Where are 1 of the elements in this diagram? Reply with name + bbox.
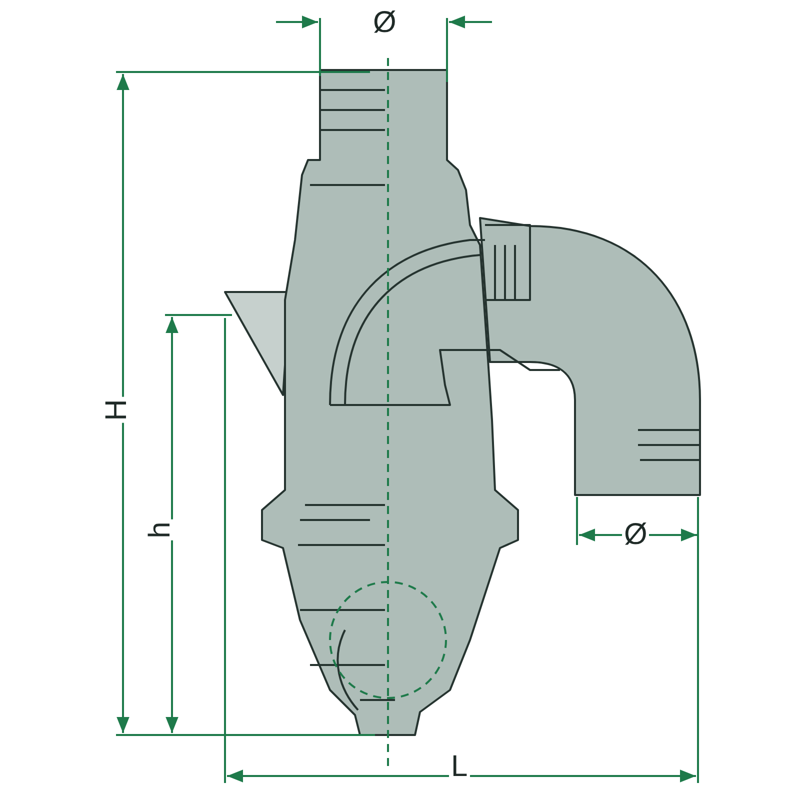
dimension-label: h <box>145 520 176 540</box>
